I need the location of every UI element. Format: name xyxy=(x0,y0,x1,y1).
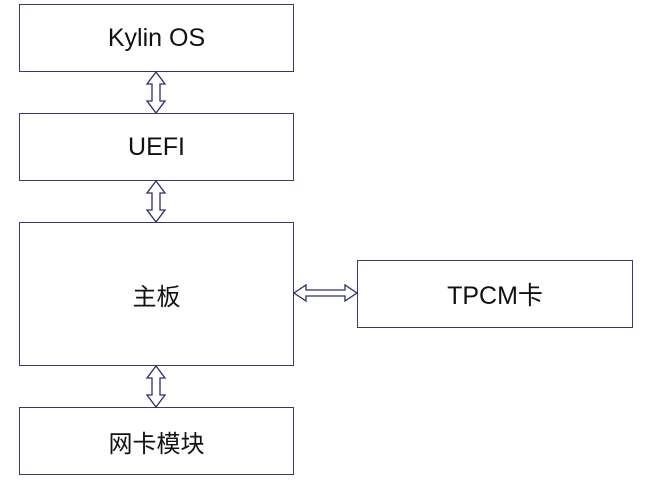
arrow-mainboard-nic xyxy=(145,364,167,409)
uefi-label: UEFI xyxy=(128,132,185,161)
uefi-box: UEFI xyxy=(19,113,294,181)
tpcm-card-label: TPCM卡 xyxy=(447,282,543,310)
kylin-os-box: Kylin OS xyxy=(19,4,294,72)
mainboard-box: 主板 xyxy=(19,222,294,366)
nic-module-label: 网卡模块 xyxy=(108,429,205,458)
nic-module-box: 网卡模块 xyxy=(19,407,294,475)
arrow-kylin-uefi xyxy=(145,70,167,115)
arrow-uefi-mainboard xyxy=(145,179,167,224)
arrow-mainboard-tpcm xyxy=(292,283,359,303)
mainboard-label: 主板 xyxy=(132,282,181,311)
kylin-os-label: Kylin OS xyxy=(107,23,206,52)
tpcm-card-box: TPCM卡 xyxy=(357,260,633,328)
